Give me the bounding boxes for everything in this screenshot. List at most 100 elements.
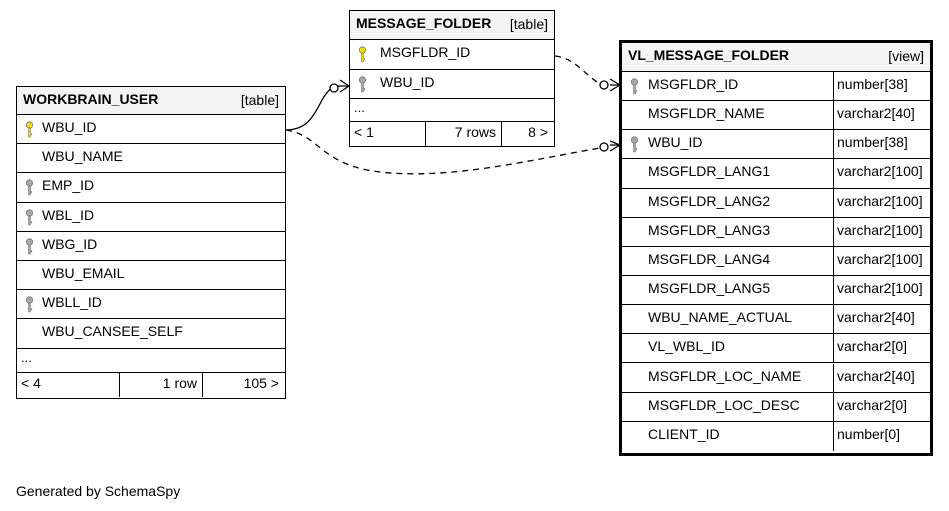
link-message-folder-to-view bbox=[554, 55, 601, 85]
column-row[interactable]: MSGFLDR_LOC_NAME varchar2[40] bbox=[622, 363, 930, 393]
primary-key-icon bbox=[358, 46, 368, 63]
crowfoot-optional-marker bbox=[599, 80, 609, 90]
column-row[interactable]: WBU_NAME_ACTUAL varchar2[40] bbox=[622, 305, 930, 335]
column-type: varchar2[100] bbox=[837, 280, 923, 297]
parents-link[interactable]: < 4 bbox=[21, 374, 41, 391]
column-name: WBU_NAME_ACTUAL bbox=[648, 309, 792, 326]
column-name: WBLL_ID bbox=[42, 294, 102, 311]
generated-by-label: Generated by SchemaSpy bbox=[16, 483, 181, 499]
foreign-key-icon bbox=[630, 78, 640, 95]
column-row[interactable]: MSGFLDR_LANG1 varchar2[100] bbox=[622, 159, 930, 189]
column-type: varchar2[100] bbox=[837, 192, 923, 209]
row-count: 7 rows bbox=[454, 124, 496, 140]
column-row[interactable]: MSGFLDR_ID bbox=[350, 40, 554, 70]
table-header[interactable]: MESSAGE_FOLDER [table] bbox=[350, 11, 554, 40]
link-workbrain-user-to-message-folder bbox=[284, 85, 341, 131]
column-name: WBU_CANSEE_SELF bbox=[42, 323, 183, 340]
children-link[interactable]: 105 > bbox=[243, 374, 279, 391]
column-row[interactable]: MSGFLDR_LANG3 varchar2[100] bbox=[622, 217, 930, 247]
table-name: MESSAGE_FOLDER bbox=[356, 15, 492, 31]
column-row[interactable]: WBU_EMAIL bbox=[17, 261, 285, 291]
column-name: WBU_EMAIL bbox=[42, 265, 125, 281]
primary-key-icon bbox=[25, 121, 35, 138]
foreign-key-icon bbox=[25, 296, 35, 313]
foreign-key-icon bbox=[25, 179, 35, 196]
ellipsis-row: ... bbox=[17, 349, 285, 373]
column-row[interactable]: WBL_ID bbox=[17, 203, 285, 232]
column-row[interactable]: WBU_CANSEE_SELF bbox=[17, 319, 285, 349]
column-row[interactable]: MSGFLDR_LANG5 varchar2[100] bbox=[622, 276, 930, 306]
column-divider bbox=[833, 101, 834, 130]
column-name: VL_WBL_ID bbox=[648, 338, 726, 355]
column-type: varchar2[40] bbox=[837, 367, 915, 384]
crowfoot-optional-marker bbox=[329, 83, 339, 93]
column-type: number[38] bbox=[837, 76, 908, 92]
table-message-folder[interactable]: MESSAGE_FOLDER [table] MSGFLDR_ID WBU_ID...… bbox=[349, 10, 555, 147]
table-kind: [table] bbox=[509, 16, 548, 32]
parents-link[interactable]: < 1 bbox=[354, 124, 374, 140]
column-divider bbox=[833, 159, 834, 188]
column-row[interactable]: WBU_ID bbox=[17, 115, 285, 145]
table-footer: < 1 7 rows 8 > bbox=[350, 122, 554, 146]
table-workbrain-user[interactable]: WORKBRAIN_USER [table] WBU_ID WBU_NAME EMP_I… bbox=[16, 86, 286, 399]
column-row[interactable]: WBU_ID bbox=[350, 70, 554, 99]
ellipsis: ... bbox=[354, 100, 365, 115]
column-divider bbox=[833, 246, 834, 276]
column-divider bbox=[833, 188, 834, 217]
column-name: WBG_ID bbox=[42, 235, 98, 252]
footer-divider bbox=[119, 372, 120, 397]
column-name: MSGFLDR_LANG1 bbox=[648, 163, 771, 180]
ellipsis: ... bbox=[21, 349, 32, 365]
column-type: varchar2[100] bbox=[837, 221, 923, 238]
footer-divider bbox=[425, 122, 426, 146]
column-row[interactable]: WBG_ID bbox=[17, 232, 285, 261]
column-name: MSGFLDR_LOC_NAME bbox=[648, 367, 802, 384]
column-divider bbox=[833, 276, 834, 305]
column-row[interactable]: WBU_NAME bbox=[17, 144, 285, 174]
table-name: WORKBRAIN_USER bbox=[23, 91, 159, 107]
column-row[interactable]: EMP_ID bbox=[17, 173, 285, 203]
column-name: EMP_ID bbox=[42, 177, 95, 194]
table-kind: [view] bbox=[888, 48, 924, 64]
column-name: MSGFLDR_LANG5 bbox=[648, 280, 771, 297]
column-row[interactable]: MSGFLDR_LOC_DESC varchar2[0] bbox=[622, 392, 930, 422]
children-link[interactable]: 8 > bbox=[528, 124, 548, 140]
column-type: number[38] bbox=[837, 134, 908, 151]
column-name: MSGFLDR_NAME bbox=[648, 105, 765, 122]
column-name: WBU_ID bbox=[380, 73, 435, 90]
column-name: WBU_NAME bbox=[42, 148, 123, 165]
column-type: varchar2[40] bbox=[837, 105, 915, 122]
footer-divider bbox=[202, 372, 203, 397]
column-type: varchar2[40] bbox=[837, 309, 915, 326]
foreign-key-icon bbox=[630, 136, 640, 153]
column-row[interactable]: MSGFLDR_NAME varchar2[40] bbox=[622, 101, 930, 131]
foreign-key-icon bbox=[358, 75, 368, 93]
table-header[interactable]: VL_MESSAGE_FOLDER [view] bbox=[622, 43, 930, 72]
column-divider bbox=[833, 334, 834, 363]
column-type: varchar2[0] bbox=[837, 396, 908, 413]
foreign-key-icon bbox=[25, 208, 35, 226]
column-divider bbox=[833, 217, 834, 246]
footer-divider bbox=[501, 122, 502, 146]
column-row[interactable]: WBLL_ID bbox=[17, 290, 285, 320]
column-name: MSGFLDR_LANG3 bbox=[648, 221, 771, 238]
column-type: number[0] bbox=[837, 425, 901, 442]
table-name: VL_MESSAGE_FOLDER bbox=[628, 47, 790, 63]
crowfoot-many-marker bbox=[339, 79, 351, 93]
column-divider bbox=[833, 305, 834, 334]
foreign-key-icon bbox=[25, 238, 35, 255]
table-header[interactable]: WORKBRAIN_USER [table] bbox=[17, 87, 285, 115]
column-type: varchar2[100] bbox=[837, 163, 923, 180]
ellipsis-row: ... bbox=[350, 99, 554, 122]
table-kind: [table] bbox=[240, 92, 279, 108]
column-name: MSGFLDR_LOC_DESC bbox=[648, 396, 800, 413]
